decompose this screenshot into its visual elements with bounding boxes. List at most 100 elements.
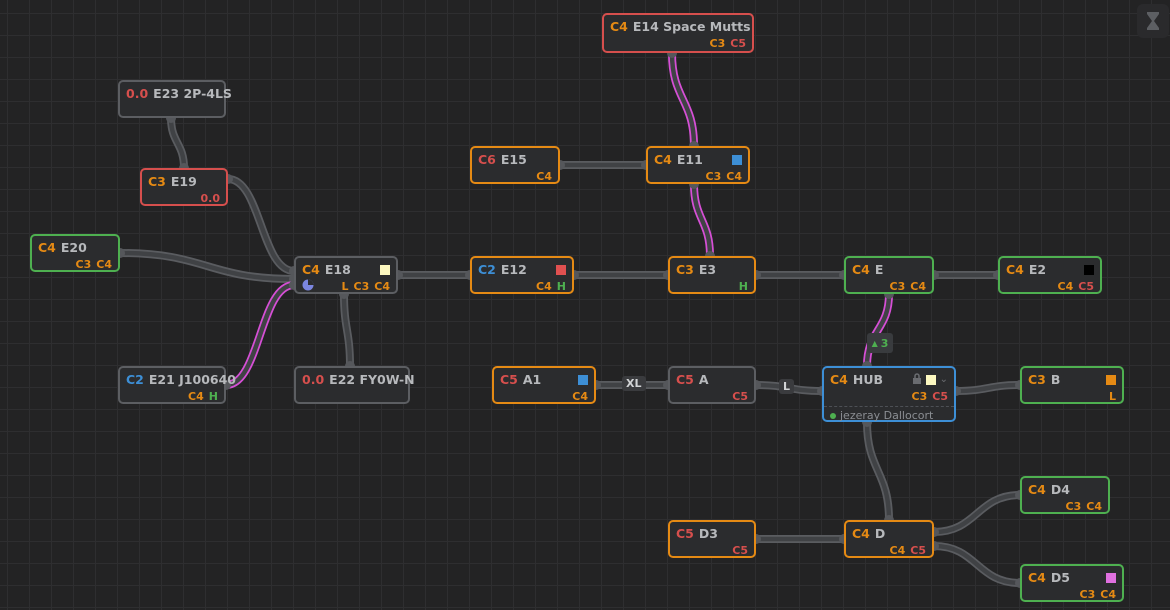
node-name: HUB: [852, 372, 884, 387]
attribute-tag: C3: [709, 36, 726, 50]
attribute-tag: C3: [889, 279, 906, 293]
node-tag: C4: [654, 152, 672, 167]
timer-button[interactable]: [1137, 4, 1169, 38]
color-swatch: [925, 374, 936, 385]
node-attributes: C4: [478, 169, 552, 183]
node-attributes: H: [676, 279, 748, 293]
node-tag: 0.0: [126, 86, 149, 101]
attribute-tag: C5: [732, 543, 748, 557]
node-tag: C4: [852, 262, 870, 277]
edge-e-hub[interactable]: [862, 289, 894, 371]
node-name: A: [698, 372, 709, 387]
edge-e19-e18[interactable]: [223, 174, 299, 276]
pie-chart-icon[interactable]: [302, 279, 314, 294]
chevron-down-icon[interactable]: ⌄: [939, 374, 948, 385]
attribute-tag: C4: [572, 389, 588, 403]
edge-e23-e19[interactable]: [166, 113, 189, 173]
node-tag: 0.0: [302, 372, 325, 387]
node-name: E3: [698, 262, 717, 277]
edge-hub-b[interactable]: [951, 380, 1025, 396]
edge-e15-e11[interactable]: [555, 160, 651, 170]
edge-d-d5[interactable]: [929, 541, 1025, 588]
edge-e-e2[interactable]: [929, 270, 1003, 280]
node-e22[interactable]: 0.0 E22 FY0W-N: [294, 366, 415, 404]
attribute-tag: C4: [1100, 587, 1116, 601]
edge-e11-e3[interactable]: [689, 179, 715, 261]
node-header: 0.0 E22 FY0W-N: [302, 371, 415, 388]
edge-e22-e18[interactable]: [339, 289, 355, 371]
node-name: E11: [676, 152, 703, 167]
edge-label: XL: [622, 376, 646, 391]
edge-e12-e3[interactable]: [569, 270, 673, 280]
edge-hub-d[interactable]: [862, 417, 894, 525]
node-name: E21 J100640: [148, 372, 236, 387]
node-attributes: C4: [500, 389, 588, 403]
node-name: E15: [500, 152, 527, 167]
attribute-tag: C3: [75, 257, 92, 271]
edge-e18-e12[interactable]: [393, 270, 475, 280]
node-name: E22 FY0W-N: [329, 372, 415, 387]
node-name: D3: [698, 526, 718, 541]
node-header: C4 E20: [38, 239, 112, 256]
attribute-tag: C4: [188, 389, 204, 403]
collapse-badge[interactable]: ▲ 3: [867, 333, 893, 353]
node-tag: C3: [676, 262, 694, 277]
node-name: D4: [1050, 482, 1070, 497]
node-e23[interactable]: 0.0 E23 2P-4LS: [118, 80, 232, 118]
node-name: B: [1050, 372, 1061, 387]
node-tag: C2: [478, 262, 496, 277]
edge-d3-d[interactable]: [751, 534, 849, 544]
color-swatch: [1106, 374, 1116, 385]
node-attributes: C5: [676, 389, 748, 403]
edge-e3-e[interactable]: [751, 270, 849, 280]
node-name: E19: [170, 174, 197, 189]
edge-d-d4[interactable]: [929, 490, 1025, 537]
lock-icon[interactable]: [912, 372, 922, 387]
attribute-tag: C5: [732, 389, 748, 403]
node-name: E23 2P-4LS: [153, 86, 232, 101]
attribute-tag: C4: [96, 257, 112, 271]
attribute-tag: C4: [910, 279, 926, 293]
node-attributes: L: [1028, 389, 1116, 403]
node-name: E20: [60, 240, 87, 255]
node-attributes: C3 C4: [852, 279, 926, 293]
node-attributes: C5: [676, 543, 748, 557]
attribute-tag: C3: [1065, 499, 1082, 513]
node-tag: C5: [500, 372, 518, 387]
color-swatch: [380, 264, 390, 275]
node-tag: C4: [38, 240, 56, 255]
edge-e14-e11[interactable]: [667, 48, 699, 151]
